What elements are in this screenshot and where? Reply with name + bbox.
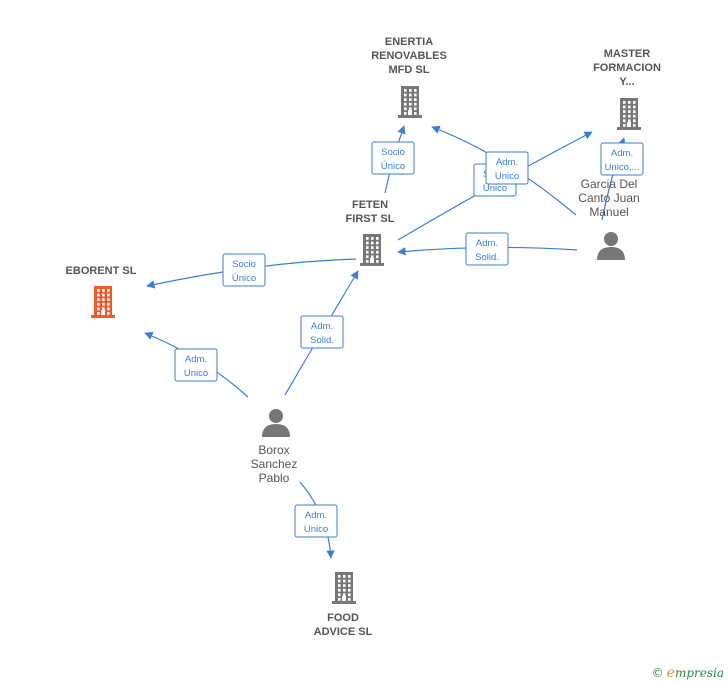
edge-label-text: Único [483,183,507,194]
building-icon [398,86,422,118]
edge-label-text: Solid. [475,252,499,263]
edge-label-text: Adm. [496,157,518,168]
person-icon [262,409,290,437]
copyright-icon: © [651,666,664,680]
node-label: EBORENT SL [66,265,137,277]
node-label: ENERTIA [385,36,433,48]
person-icon [597,232,625,260]
node-food[interactable]: FOOD ADVICE SL [314,572,373,638]
edge-label-text: Solid. [310,335,334,346]
node-label: MFD SL [389,64,430,76]
node-label: Y... [619,76,634,88]
edge-label-text: Unico [184,368,208,379]
node-enertia[interactable]: ENERTIA RENOVABLES MFD SL [371,36,447,118]
node-master[interactable]: MASTER FORMACION Y... [593,48,661,130]
node-label: FOOD [327,612,359,624]
edge-label-box [174,348,218,382]
edge-label-box [371,141,415,175]
edge-label-text: Unico [304,524,328,535]
nodes-layer: EBORENT SL FETEN FIRST SL ENERTIA RENOVABLES… [66,36,661,638]
edge-label-text: Adm. [305,510,327,521]
node-label: Pablo [259,471,290,485]
node-label: FIRST SL [346,213,395,225]
brand-logo-text: mpresia [674,666,724,680]
edge-label-borox-food[interactable]: Adm. Unico [294,504,338,538]
node-label: Garcia Del [581,177,638,191]
node-feten[interactable]: FETEN FIRST SL [346,199,395,266]
node-label: Manuel [589,205,628,219]
node-label: Sanchez [251,457,298,471]
edge-label-text: Único [381,161,405,172]
building-icon [617,98,641,130]
edge-label-garcia-master[interactable]: Adm. Unico,... [600,142,644,176]
edge-label-box [300,315,344,349]
edge-label-borox-eborent[interactable]: Adm. Unico [174,348,218,382]
edge-label-text: Socio [232,259,256,270]
node-label: FETEN [352,199,388,211]
edge-labels-layer: SocioÚnicoSocioÚnicoAdm.UnicoAdm.Solid.A… [174,141,644,538]
edge-label-box [294,504,338,538]
building-icon [91,286,115,318]
edge-label-box [600,142,644,176]
node-label: FORMACION [593,62,661,74]
node-label: RENOVABLES [371,50,447,62]
edge-label-text: Unico,... [605,162,640,173]
node-label: Canto Juan [578,191,639,205]
node-label: MASTER [604,48,651,60]
node-label: ADVICE SL [314,626,373,638]
brand-logo-initial: e [666,665,675,681]
edge-label-text: Adm. [611,148,633,159]
node-eborent[interactable]: EBORENT SL [66,265,137,318]
building-icon [360,234,384,266]
building-icon [332,572,356,604]
edge-label-text: Adm. [476,238,498,249]
edge-label-box [465,232,509,266]
edge-label-garcia-enertia[interactable]: Adm. Unico [485,151,529,185]
edge-label-garcia-feten[interactable]: Adm. Solid. [465,232,509,266]
edge-label-box [222,253,266,287]
edges-layer [144,125,626,559]
brand-footer: ©empresia [652,665,724,681]
edge-label-text: Socio [381,147,405,158]
edge-label-box [485,151,529,185]
edge-label-borox-feten[interactable]: Adm. Solid. [300,315,344,349]
node-label: Borox [258,443,289,457]
edge-label-text: Unico [495,171,519,182]
edge-label-text: Único [232,273,256,284]
edge-label-text: Adm. [311,321,333,332]
edge-label-text: Adm. [185,354,207,365]
